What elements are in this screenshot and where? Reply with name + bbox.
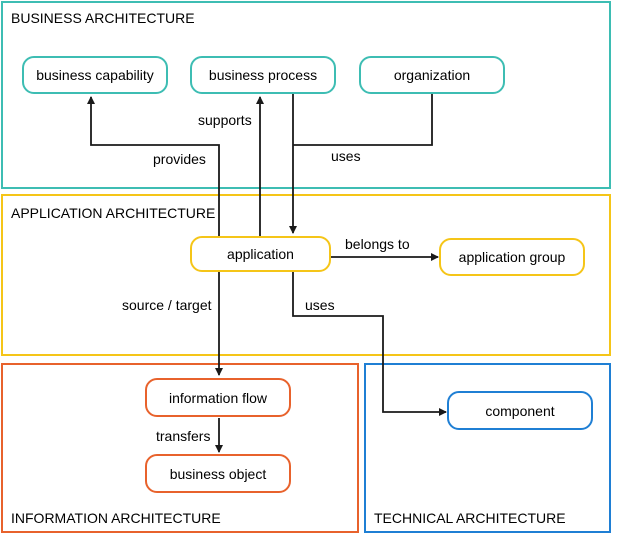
edge-label-supports: supports	[198, 112, 252, 128]
technical-architecture-title: TECHNICAL ARCHITECTURE	[374, 510, 566, 526]
edge-label-uses-component: uses	[305, 297, 335, 313]
component-node[interactable]: component	[447, 391, 593, 430]
application-architecture-title: APPLICATION ARCHITECTURE	[11, 205, 216, 221]
business-architecture-title: BUSINESS ARCHITECTURE	[11, 10, 195, 26]
edge-label-source-target: source / target	[122, 297, 212, 313]
business-capability-node[interactable]: business capability	[22, 56, 168, 94]
edge-label-belongs-to: belongs to	[345, 236, 410, 252]
information-architecture-layer: INFORMATION ARCHITECTURE	[1, 363, 359, 533]
business-architecture-layer: BUSINESS ARCHITECTURE	[1, 1, 611, 189]
information-flow-node[interactable]: information flow	[145, 378, 291, 417]
edge-label-uses-organization: uses	[331, 148, 361, 164]
information-architecture-title: INFORMATION ARCHITECTURE	[11, 510, 221, 526]
business-process-node[interactable]: business process	[190, 56, 336, 94]
application-group-node[interactable]: application group	[439, 238, 585, 276]
technical-architecture-layer: TECHNICAL ARCHITECTURE	[364, 363, 611, 533]
edge-label-provides: provides	[153, 151, 206, 167]
business-object-node[interactable]: business object	[145, 454, 291, 493]
edge-label-transfers: transfers	[156, 428, 211, 444]
application-node[interactable]: application	[190, 236, 331, 272]
organization-node[interactable]: organization	[359, 56, 505, 94]
